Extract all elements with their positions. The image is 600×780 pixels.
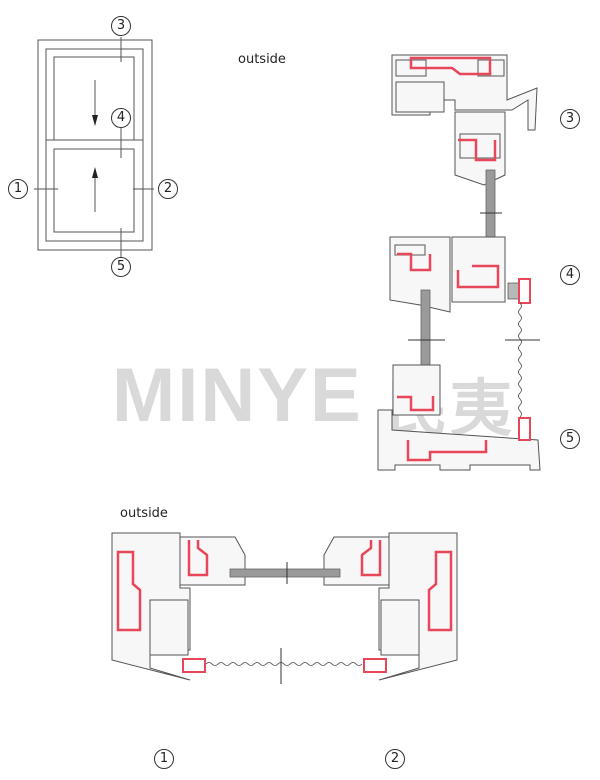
callout-1-elevation: 1 — [8, 179, 28, 199]
callout-3-elevation: 3 — [111, 16, 131, 36]
watermark-latin: MINYE — [112, 353, 363, 438]
callout-1-section: 1 — [154, 749, 174, 769]
callout-3-section: 3 — [560, 109, 580, 129]
callout-2-section: 2 — [385, 749, 405, 769]
outside-label-top: outside — [238, 52, 286, 67]
callout-2-elevation: 2 — [158, 179, 178, 199]
callout-4-elevation: 4 — [111, 108, 131, 128]
callout-4-section: 4 — [560, 265, 580, 285]
outside-label-bottom: outside — [120, 506, 168, 521]
callout-5-elevation: 5 — [111, 257, 131, 277]
callout-5-section: 5 — [560, 429, 580, 449]
